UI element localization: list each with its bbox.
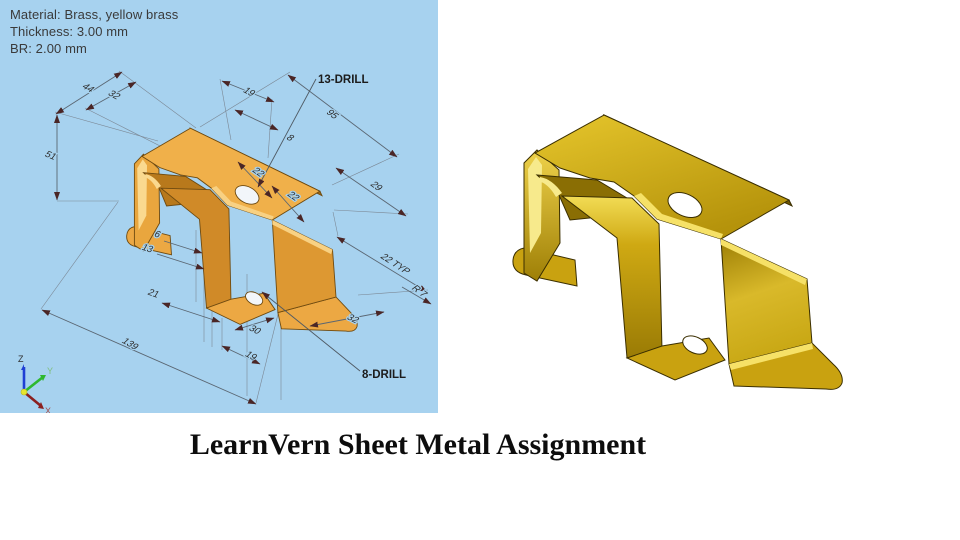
callout-8-drill: 8-DRILL: [362, 369, 406, 381]
page-title: LearnVern Sheet Metal Assignment: [189, 428, 647, 461]
render-top-hole: [664, 187, 706, 222]
extension-lines: [40, 70, 429, 404]
dimension-lines: [41, 71, 432, 405]
axis-x-label: X: [45, 406, 51, 413]
render-front-face: [562, 196, 662, 358]
part-foot-hole: [243, 289, 264, 308]
dimension-labels: 44 32 19 95 8 22 22 29 22 TYP R 7 51 6 1…: [41, 74, 431, 381]
axis-y-label: Y: [47, 366, 53, 376]
dim-44: 44: [79, 82, 97, 95]
axis-triad-icon: Z Y X: [18, 354, 53, 413]
dim-139: 139: [119, 337, 141, 352]
render-right-wall: [721, 239, 812, 364]
dim-19: 19: [240, 86, 257, 99]
render-foot-hole: [680, 332, 710, 357]
dim-21: 21: [145, 287, 161, 300]
dim-r7: R 7: [409, 284, 430, 299]
render-part: [513, 115, 842, 389]
bend-radius-line: BR: 2.00 mm: [10, 41, 87, 56]
render-3d-model: [492, 93, 860, 405]
dim-19-b: 19: [242, 350, 259, 363]
axis-z-label: Z: [18, 354, 24, 364]
isometric-drawing: 44 32 19 95 8 22 22 29 22 TYP R 7 51 6 1…: [18, 70, 432, 413]
part-right-wall: [272, 220, 336, 313]
dim-95: 95: [323, 108, 341, 121]
drawing-header: Material: Brass, yellow brass Thickness:…: [10, 6, 178, 57]
material-line: Material: Brass, yellow brass: [10, 7, 179, 22]
render-top-face: [535, 115, 789, 239]
callout-13-drill: 13-DRILL: [318, 74, 368, 86]
dim-8: 8: [283, 133, 296, 143]
render-right-foot: [729, 343, 842, 389]
dim-51: 51: [42, 149, 58, 162]
drawing-panel: Material: Brass, yellow brass Thickness:…: [0, 0, 438, 413]
thickness-line: Thickness: 3.00 mm: [10, 24, 129, 39]
